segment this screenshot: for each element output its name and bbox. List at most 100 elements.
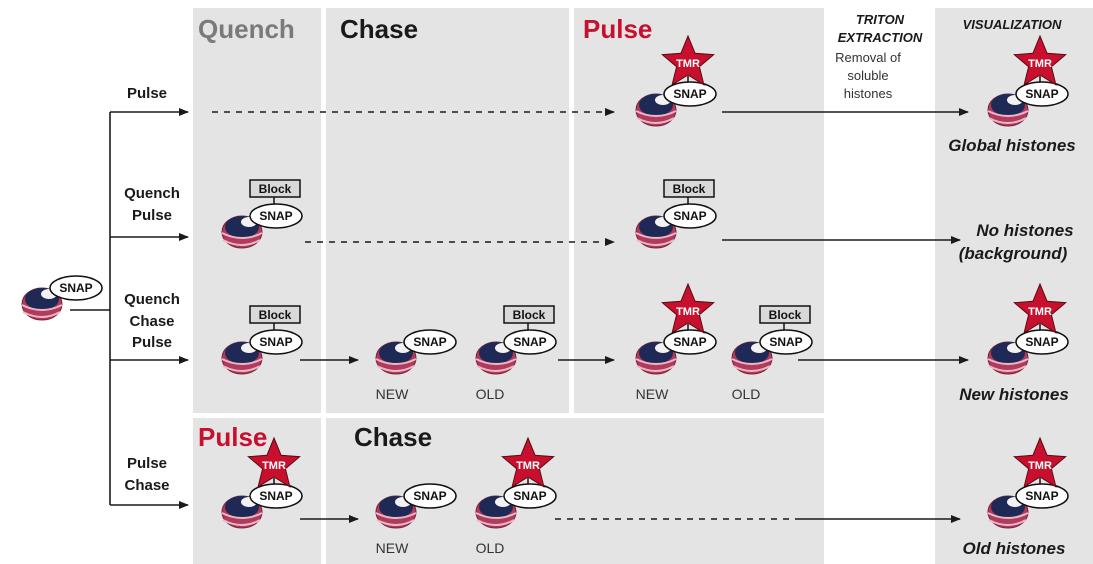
age-labels: NEW OLD NEW OLD NEW OLD <box>376 386 761 556</box>
snap-tag <box>1015 483 1069 509</box>
row2-label-line2: Pulse <box>132 207 172 224</box>
dna-strand <box>987 358 1029 365</box>
snap-label: SNAP <box>259 209 292 223</box>
snap-tag <box>1015 329 1069 355</box>
result-global-histones: Global histones <box>948 136 1076 155</box>
dna-strand <box>476 519 515 526</box>
histone-molecule: SNAP TMR <box>987 436 1069 529</box>
snap-tag <box>503 329 557 355</box>
snap-tag <box>249 329 303 355</box>
header-quench: Quench <box>198 14 295 44</box>
dna-strand <box>222 519 261 526</box>
molecules: SNAPSNAPTMRSNAPTMRSNAPBlockSNAPBlockSNAP… <box>21 34 1069 529</box>
snap-label: SNAP <box>673 209 706 223</box>
snap-tag <box>49 275 103 301</box>
row4-label-line1: Pulse <box>127 455 167 472</box>
tmr-label: TMR <box>516 460 540 472</box>
result-no-histones-line2: (background) <box>959 244 1068 263</box>
label-old: OLD <box>476 540 505 556</box>
tmr-label: TMR <box>1028 58 1052 70</box>
background-panels <box>193 8 1093 564</box>
block-box <box>759 305 811 324</box>
triton-note-3: histones <box>844 86 893 101</box>
row3-label-line2: Chase <box>129 313 174 330</box>
tmr-label: TMR <box>676 58 700 70</box>
dna-strand <box>376 365 415 372</box>
results: Global histones No histones (background)… <box>948 136 1076 558</box>
row3-label-line1: Quench <box>124 291 180 308</box>
histone-molecule: SNAP <box>21 275 103 321</box>
snap-label: SNAP <box>513 335 546 349</box>
dna-strand <box>221 232 263 239</box>
header-chase-top: Chase <box>340 14 418 44</box>
snap-label: SNAP <box>1025 87 1058 101</box>
histone-molecule: SNAP <box>375 483 457 529</box>
block-label: Block <box>513 308 546 322</box>
snap-tag <box>663 81 717 107</box>
header-pulse-bottom: Pulse <box>198 422 267 452</box>
tmr-star <box>1013 34 1067 86</box>
snap-tag <box>249 483 303 509</box>
step-visualization: VISUALIZATION <box>963 17 1062 32</box>
label-new: NEW <box>376 386 409 402</box>
dna-strand <box>221 358 263 365</box>
dna-strand <box>222 239 261 246</box>
row2-label-line1: Quench <box>124 185 180 202</box>
dna-strand <box>21 304 63 311</box>
label-new: NEW <box>376 540 409 556</box>
snap-tag <box>663 329 717 355</box>
snap-label: SNAP <box>1025 489 1058 503</box>
branch-tree <box>70 108 189 509</box>
block-label: Block <box>769 308 802 322</box>
tmr-label: TMR <box>1028 306 1052 318</box>
dna-strand <box>635 232 677 239</box>
snap-tag <box>663 203 717 229</box>
step-triton-line2: EXTRACTION <box>838 30 923 45</box>
block-box <box>249 305 301 324</box>
triton-note-1: Removal of <box>835 50 901 65</box>
snap-label: SNAP <box>413 489 446 503</box>
snap-tag <box>759 329 813 355</box>
histone-molecule: SNAP <box>375 329 457 375</box>
result-no-histones-line1: No histones <box>976 221 1073 240</box>
dna-strand <box>987 110 1029 117</box>
row1-label-line1: Pulse <box>127 85 167 102</box>
snap-label: SNAP <box>673 335 706 349</box>
dna-strand <box>988 519 1027 526</box>
dna-strand <box>22 311 61 318</box>
dna-strand <box>475 358 517 365</box>
snap-label: SNAP <box>59 281 92 295</box>
tmr-label: TMR <box>262 460 286 472</box>
histone-molecule: SNAP TMR <box>987 282 1069 375</box>
tmr-label: TMR <box>676 306 700 318</box>
dna-strand <box>222 365 261 372</box>
row-labels: Pulse Quench Pulse Quench Chase Pulse Pu… <box>124 85 180 494</box>
label-new: NEW <box>636 386 669 402</box>
histone-molecule: SNAP Block <box>475 305 557 375</box>
process-arrows <box>212 108 969 523</box>
step-triton-line1: TRITON <box>856 12 905 27</box>
tmr-star <box>1013 436 1067 488</box>
dna-strand <box>988 365 1027 372</box>
dna-strand <box>475 512 517 519</box>
snap-label: SNAP <box>1025 335 1058 349</box>
dna-strand <box>375 512 417 519</box>
result-old-histones: Old histones <box>963 539 1066 558</box>
dna-strand <box>635 110 677 117</box>
snap-label: SNAP <box>513 489 546 503</box>
snap-label: SNAP <box>259 335 292 349</box>
snap-tag <box>403 329 457 355</box>
dna-strand <box>731 358 773 365</box>
dna-strand <box>732 365 771 372</box>
header-chase-bottom: Chase <box>354 422 432 452</box>
snap-label: SNAP <box>673 87 706 101</box>
tmr-label: TMR <box>1028 460 1052 472</box>
dna-strand <box>221 512 263 519</box>
